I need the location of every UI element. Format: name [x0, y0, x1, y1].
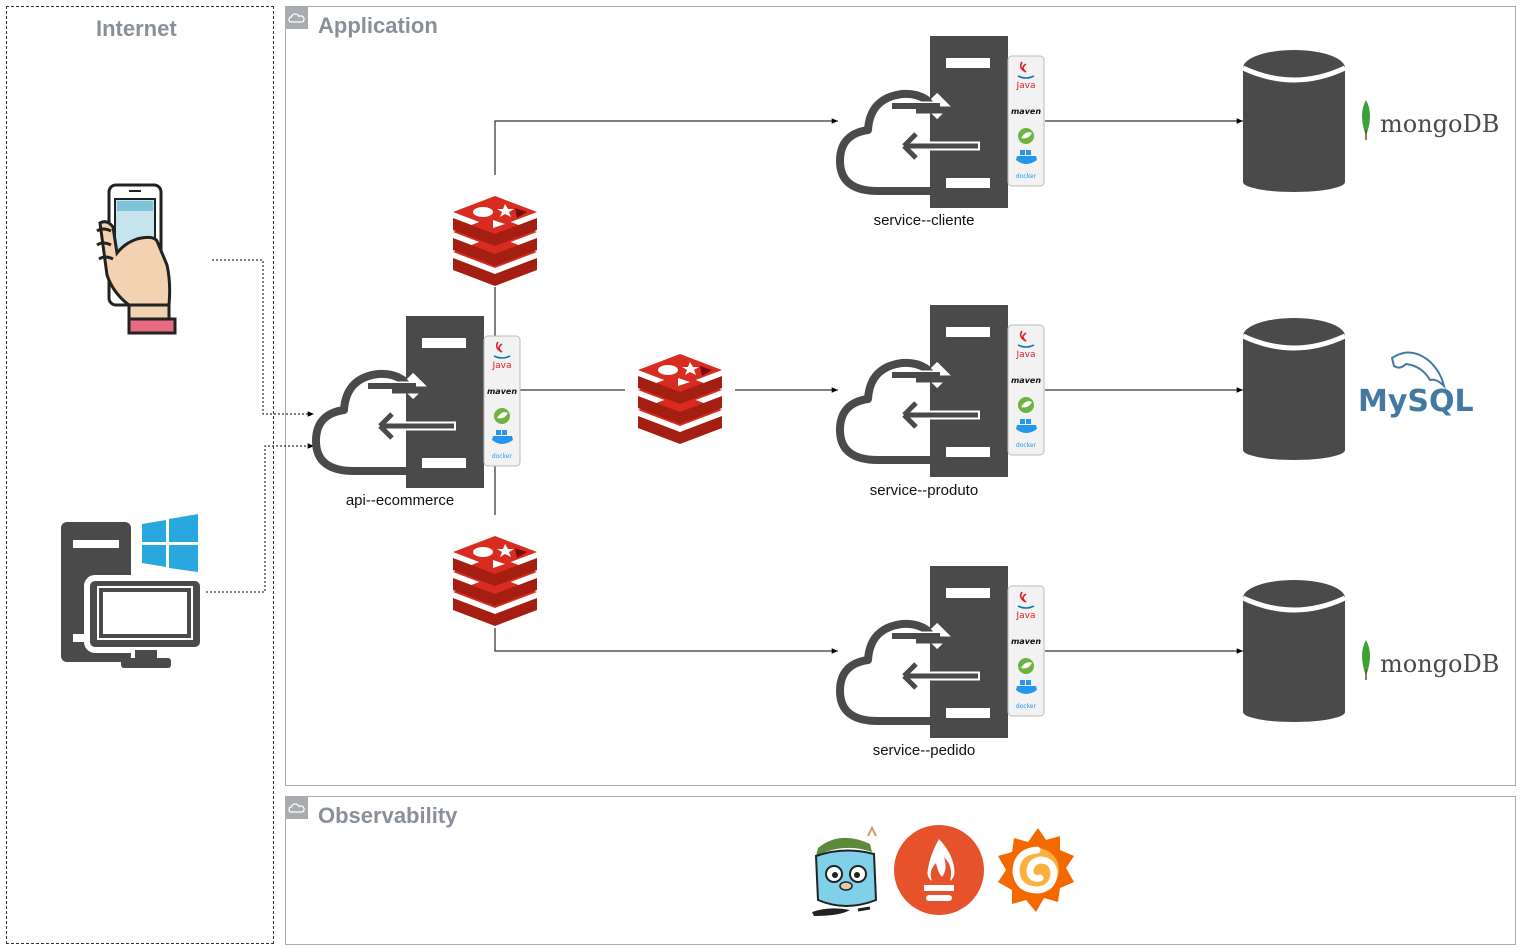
- cliente-server-icon: [840, 36, 1044, 208]
- pedido-service-label: service--pedido: [872, 742, 976, 759]
- observability-cloud-badge-icon: [286, 797, 308, 819]
- gateway-server-icon: [316, 316, 520, 488]
- observability-zone-title: Observability: [318, 803, 458, 828]
- pedido-db-logo-text: mongoDB: [1380, 650, 1500, 678]
- application-cloud-badge-icon: [286, 7, 308, 29]
- smartphone-icon: [96, 183, 177, 335]
- gateway-to-cliente-connector: [494, 118, 838, 175]
- redis-cache-icon-cliente: [453, 196, 537, 286]
- cliente-service-label: service--cliente: [873, 212, 975, 229]
- redis-cache-icon-produto: [638, 354, 722, 444]
- prometheus-icon: [894, 825, 984, 915]
- produto-service-label: service--produto: [869, 482, 979, 499]
- gateway-to-pedido-connector: [494, 628, 838, 654]
- redis-cache-icon-pedido: [453, 536, 537, 626]
- cliente-db-logo-text: mongoDB: [1380, 110, 1500, 138]
- gateway-label: api--ecommerce: [345, 492, 455, 509]
- internet-zone-title: Internet: [96, 16, 177, 41]
- mongodb-leaf-icon-2: [1362, 640, 1370, 680]
- produto-db-logo-text: MySQL: [1358, 384, 1474, 419]
- produto-server-icon: [840, 305, 1044, 477]
- pedido-database-icon: [1243, 580, 1345, 722]
- grafana-icon: [998, 828, 1074, 912]
- produto-database-icon: [1243, 318, 1345, 460]
- windows-logo-icon: [142, 514, 198, 572]
- desktop-pc-icon: [61, 522, 206, 668]
- jaeger-gopher-icon: [812, 825, 878, 916]
- mysql-dolphin-icon: [1390, 351, 1446, 390]
- internet-zone: [6, 6, 274, 944]
- application-zone-title: Application: [318, 13, 438, 38]
- mongodb-leaf-icon-1: [1362, 100, 1370, 140]
- client-connectors: [202, 259, 314, 593]
- cliente-database-icon: [1243, 50, 1345, 192]
- pedido-server-icon: [840, 566, 1044, 738]
- phone-to-gateway-connector: [212, 259, 314, 417]
- pc-to-gateway-connector: [202, 443, 314, 593]
